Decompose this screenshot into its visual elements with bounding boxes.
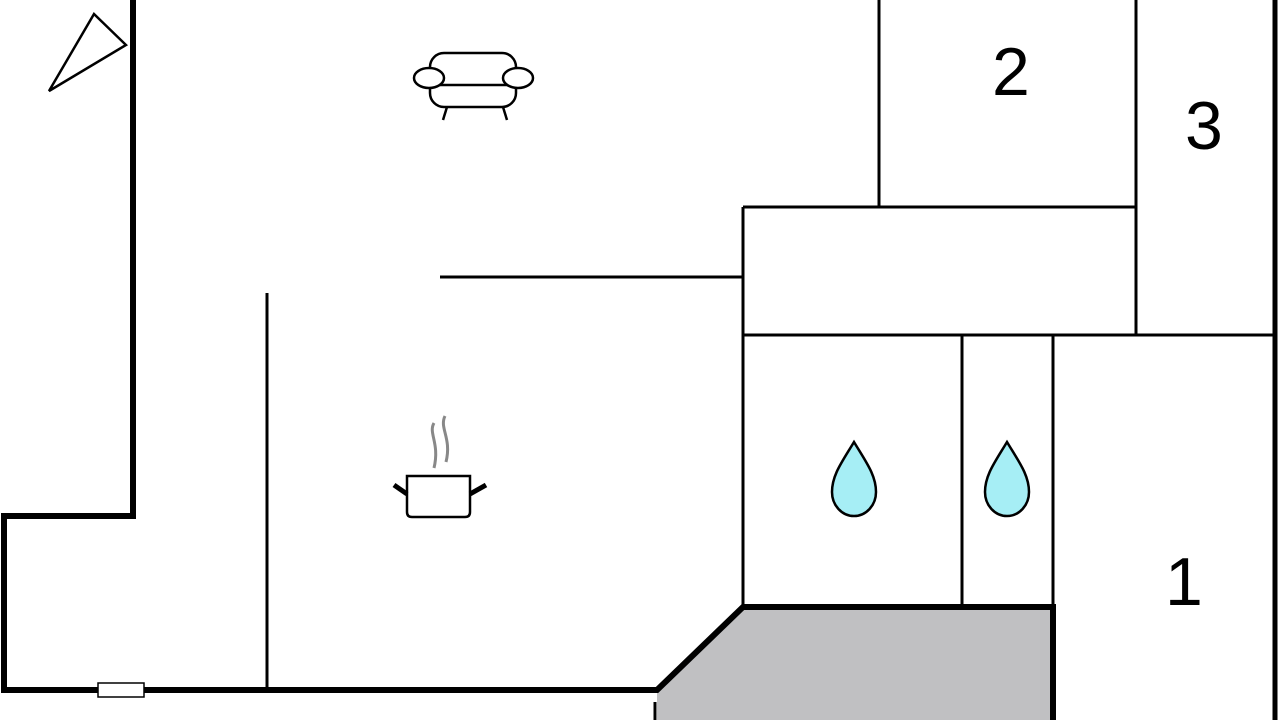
room-label-1: 1 [1165,544,1203,620]
room-label-2: 2 [992,34,1030,110]
outer-wall [1,0,1056,720]
water-drop-icon [830,439,878,518]
cooking-pot-icon [392,415,488,519]
window [97,682,145,698]
water-drop-icon [983,439,1031,518]
terrace-area [657,607,1053,720]
sofa-icon [412,51,535,121]
interior-walls [265,0,1275,720]
compass-arrow-icon [47,11,129,93]
room-label-3: 3 [1185,88,1223,164]
